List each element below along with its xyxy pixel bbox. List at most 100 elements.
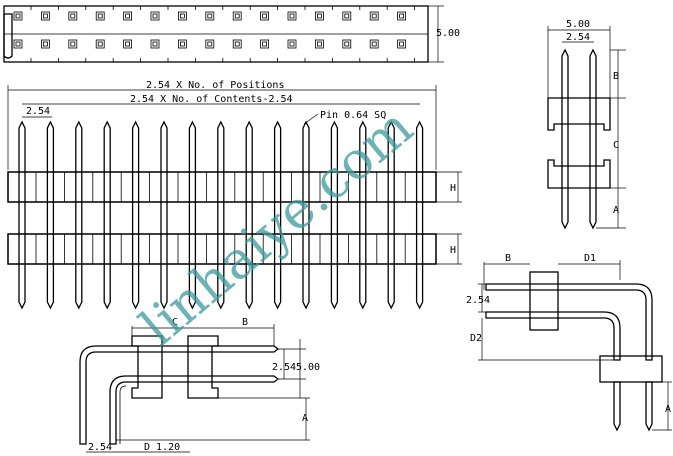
pin-hole [260,39,270,49]
top-height-dimension: 5.00 [428,5,460,63]
side-view: 5.00 2.54 B C A [547,19,626,230]
pin-hole-inner [15,13,21,19]
pin-hole [41,39,50,49]
pin-hole [232,11,242,21]
pin-hole [150,11,160,21]
pin-hole-inner [207,41,213,47]
pin-hole-inner [97,13,103,19]
front-width-dimension: 2.54 X No. of Positions [7,80,437,170]
pin-hole [314,11,324,21]
pin-hole [314,39,324,49]
front-pin-array [18,120,424,310]
header-pin [103,120,111,310]
header-pin [245,120,253,310]
pin-hole-grid [13,6,416,62]
pin-hole-inner [371,13,377,19]
ra-b-label: B [505,253,511,264]
ra-d1-label: D1 [584,253,596,264]
pin-hole [232,39,242,49]
pin-hole-inner [43,13,48,19]
pin-hole [13,39,23,49]
pin-hole-inner [179,41,185,47]
pin-hole-inner [371,41,377,47]
side-a-label: A [613,205,619,216]
side-width-dimension: 5.00 [547,19,611,98]
pin-hole [13,11,23,21]
pin-hole-inner [70,41,76,47]
header-pin [302,120,310,310]
pin-hole-inner [316,41,322,47]
pin-hole-inner [152,41,158,47]
header-pin [330,120,339,310]
header-pin [217,120,225,310]
housing-dividers [35,172,406,264]
side-b-label: B [613,71,619,82]
pin-hole-inner [97,41,103,47]
pin-hole [95,39,105,49]
bottom-pitch-label-lower: 2.54 [88,442,112,453]
pin-hole-inner [43,41,48,47]
front-h-dimension-upper: H [436,171,462,203]
header-pin [273,120,282,310]
pin-hole [95,11,105,21]
pin-hole-inner [234,13,240,19]
side-pitch-label: 2.54 [566,32,590,43]
pin-hole-inner [207,13,213,19]
top-view: 5.00 [3,5,460,63]
pin-hole-inner [70,13,76,19]
pin-hole-inner [125,13,130,19]
pin-hole-inner [344,41,350,47]
pin-hole [369,11,379,21]
pin-hole-inner [262,13,268,19]
front-width-label: 2.54 X No. of Positions [146,80,284,91]
lower-housing [7,233,437,265]
pin-hole-inner [399,13,405,19]
ra-a-label: A [665,404,671,415]
header-pin [131,120,140,310]
pin-hole [397,11,407,21]
pin-hole [260,11,270,21]
header-pin [75,120,83,310]
pin-hole [177,39,187,49]
side-pitch-dimension: 2.54 [562,32,594,43]
pin-size-label: Pin 0.64 SQ [320,110,386,121]
header-pin [160,120,168,310]
front-pitch-label: 2.54 [26,106,50,117]
pin-hole [68,11,78,21]
right-angle-view: B D1 2.54 D2 A [466,253,672,432]
bottom-c-label: C [172,317,178,328]
pin-hole [205,39,215,49]
pin-hole-inner [179,13,185,19]
pin-hole [369,39,379,49]
front-pitch-span-label: 2.54 X No. of Contents-2.54 [130,94,293,105]
bottom-d-label: D 1.20 [144,442,180,453]
ra-d1-dimension: D1 [558,253,621,280]
ra-pitch-label: 2.54 [466,295,490,306]
header-pin [359,120,367,310]
pin-hole [342,39,352,49]
bottom-pitch-label: 2.54 [272,362,296,373]
bottom-a-label: A [302,413,308,424]
pin-hole [41,11,50,21]
front-pitch-dimension: 2.54 [22,106,52,118]
front-pitch-span-dimension: 2.54 X No. of Contents-2.54 [22,94,420,105]
pin-hole-inner [262,41,268,47]
pin-hole-inner [125,41,130,47]
pin-hole-inner [15,41,21,47]
bottom-b-label: B [242,317,248,328]
header-pin [387,120,395,310]
pin-hole-inner [234,41,240,47]
pin-hole-inner [152,13,158,19]
pin-hole [123,11,132,21]
header-pin [18,120,26,310]
pin-hole [177,11,187,21]
pin-hole-inner [344,13,350,19]
bottom-height-label: 5.00 [296,362,320,373]
side-width-label: 5.00 [566,19,590,30]
ra-d2-label: D2 [470,333,482,344]
front-view: 2.54 X No. of Positions 2.54 X No. of Co… [7,80,462,310]
pin-hole [68,39,78,49]
header-pin [188,120,197,310]
pin-hole [397,39,407,49]
